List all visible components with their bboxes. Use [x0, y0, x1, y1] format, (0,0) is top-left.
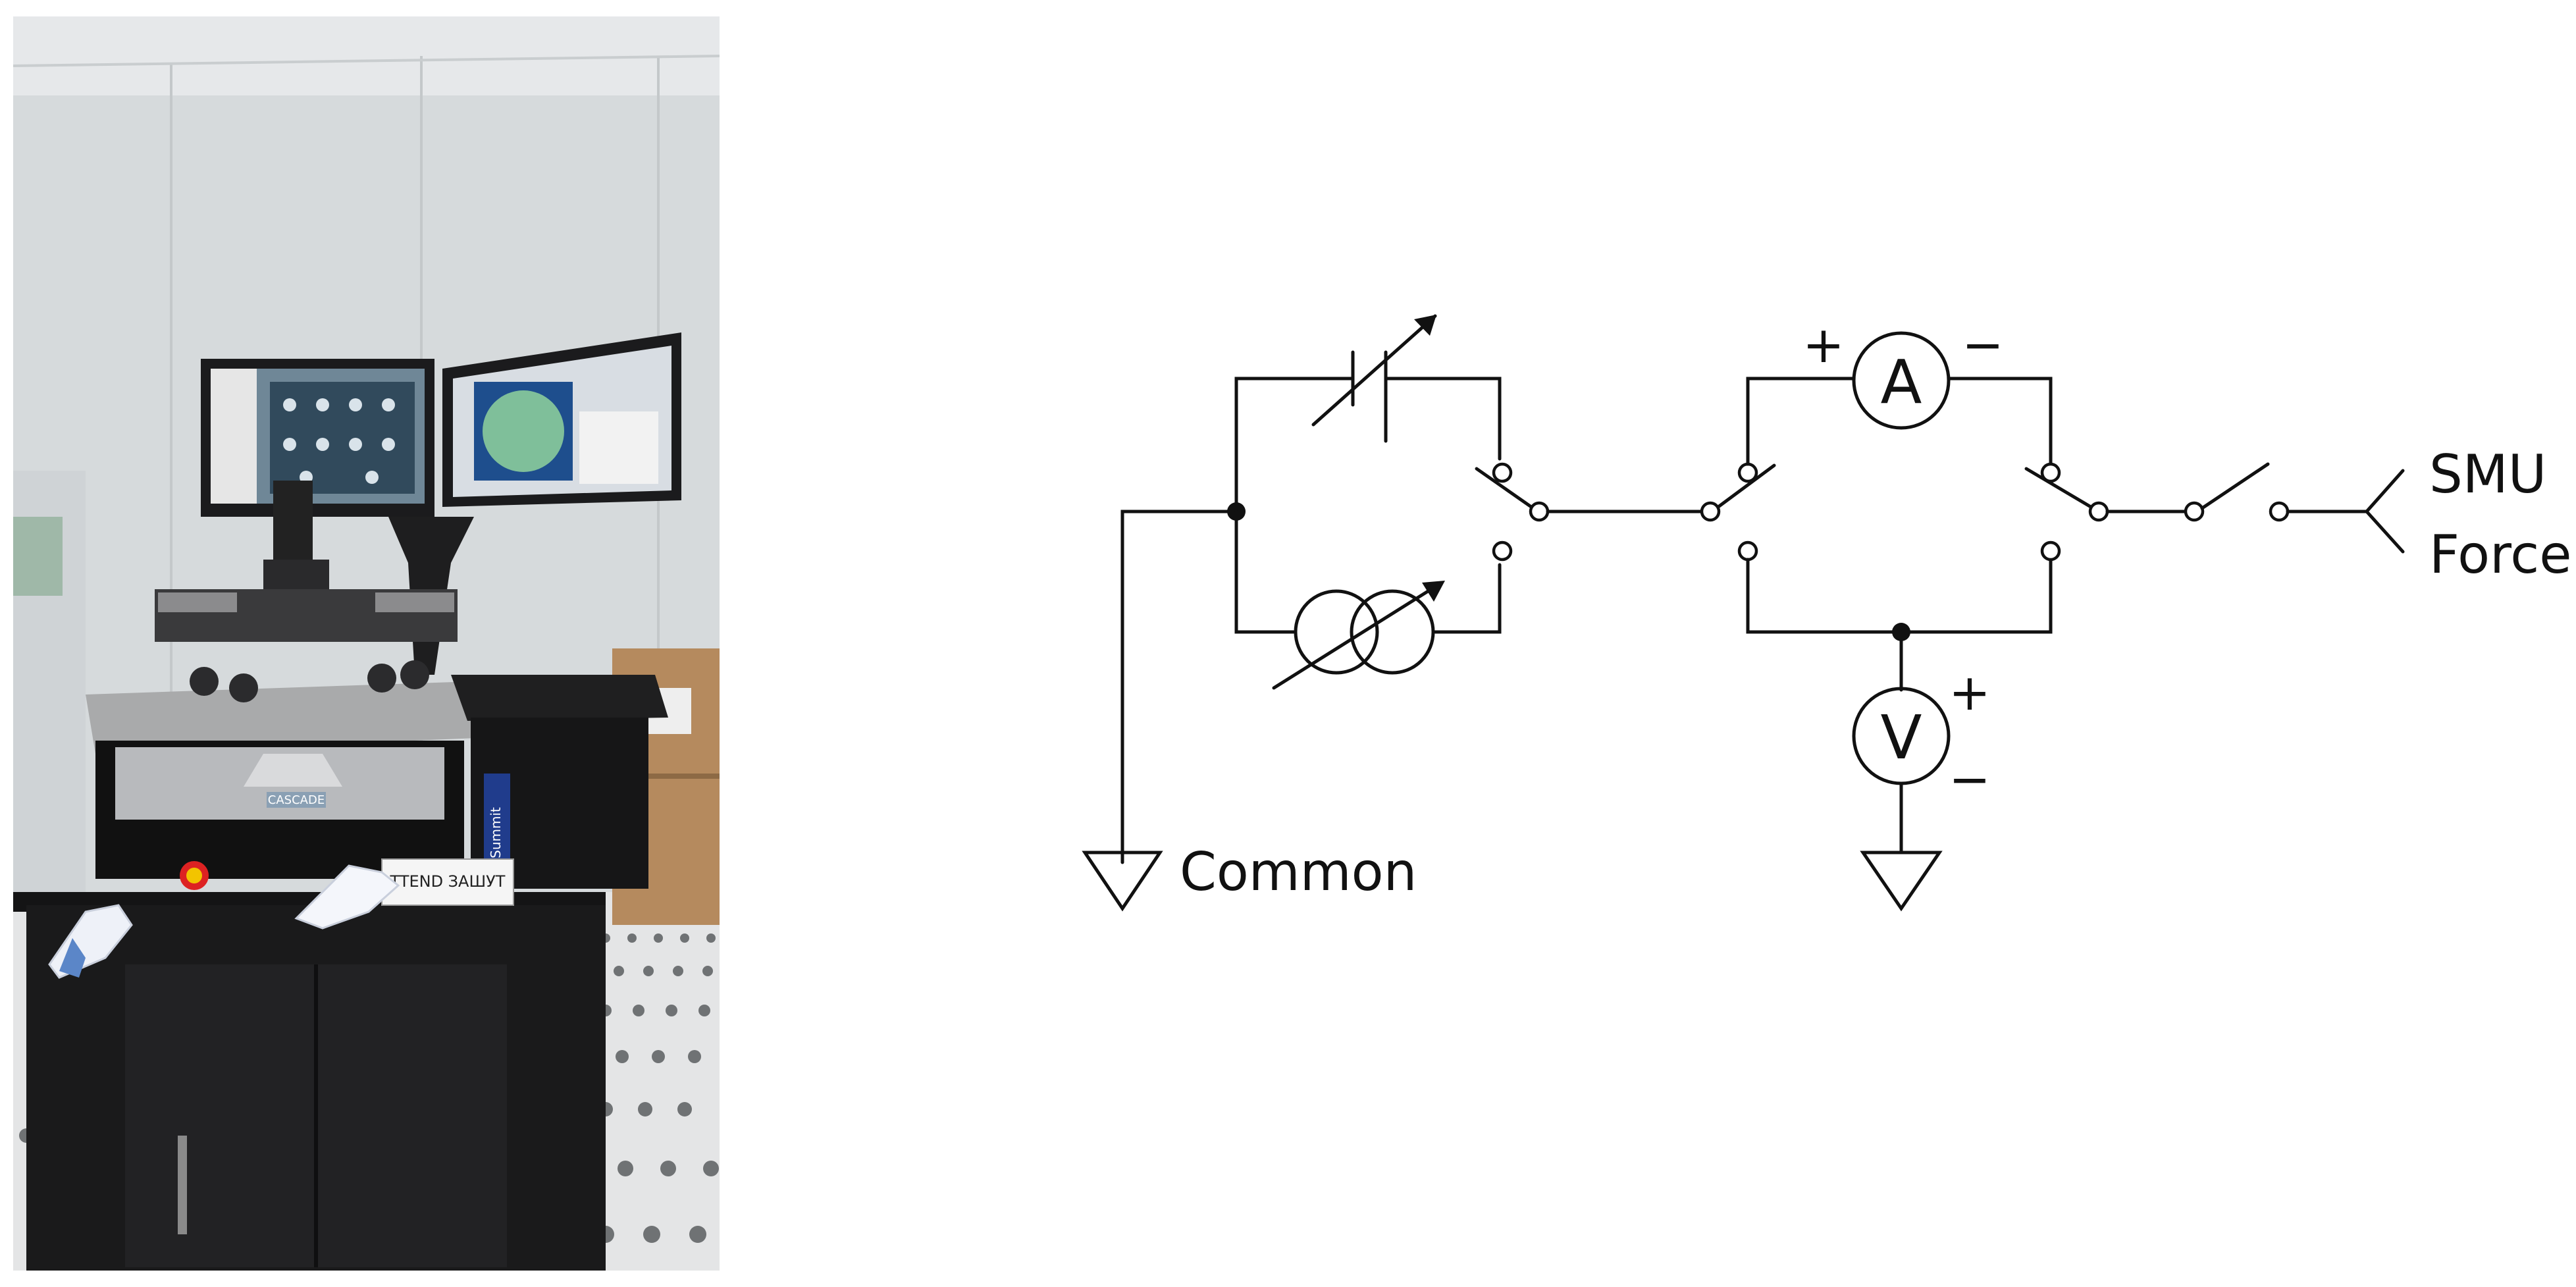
- ammeter-letter: A: [1881, 347, 1922, 417]
- probe-station-illustration: CASCADE Summit TTEND ЗАШУТ: [13, 16, 720, 1271]
- variable-capacitor: [1234, 314, 1502, 513]
- ammeter: [1746, 331, 2053, 466]
- summit-brand-label: Summit: [488, 807, 504, 858]
- probe-station-photo: CASCADE Summit TTEND ЗАШУТ: [13, 16, 720, 1271]
- ammeter-plus-sign: +: [1802, 315, 1845, 374]
- common-ground: [1082, 510, 1238, 912]
- voltmeter-minus-sign: −: [1949, 750, 1991, 808]
- circuit-schematic: Common: [1053, 276, 2576, 968]
- cascade-brand-label: CASCADE: [268, 793, 325, 807]
- common-label: Common: [1180, 841, 1417, 903]
- variable-current-source: [1234, 510, 1502, 690]
- switch-1: [1475, 462, 1550, 562]
- voltmeter-letter: V: [1881, 702, 1922, 773]
- left-monitor: [201, 359, 434, 517]
- voltmeter-plus-sign: +: [1949, 663, 1991, 722]
- ammeter-minus-sign: −: [1962, 315, 2004, 374]
- switch-3: [2024, 462, 2109, 562]
- force-label: Force: [2429, 524, 2571, 585]
- smu-force-connector: [2286, 469, 2405, 554]
- switch-2: [1700, 462, 1776, 562]
- label-sign: TTEND ЗАШУТ: [390, 872, 506, 891]
- right-monitor: [442, 332, 681, 507]
- voltmeter: [1746, 558, 2053, 912]
- smu-label: SMU: [2429, 444, 2546, 505]
- output-switch: [2184, 462, 2290, 522]
